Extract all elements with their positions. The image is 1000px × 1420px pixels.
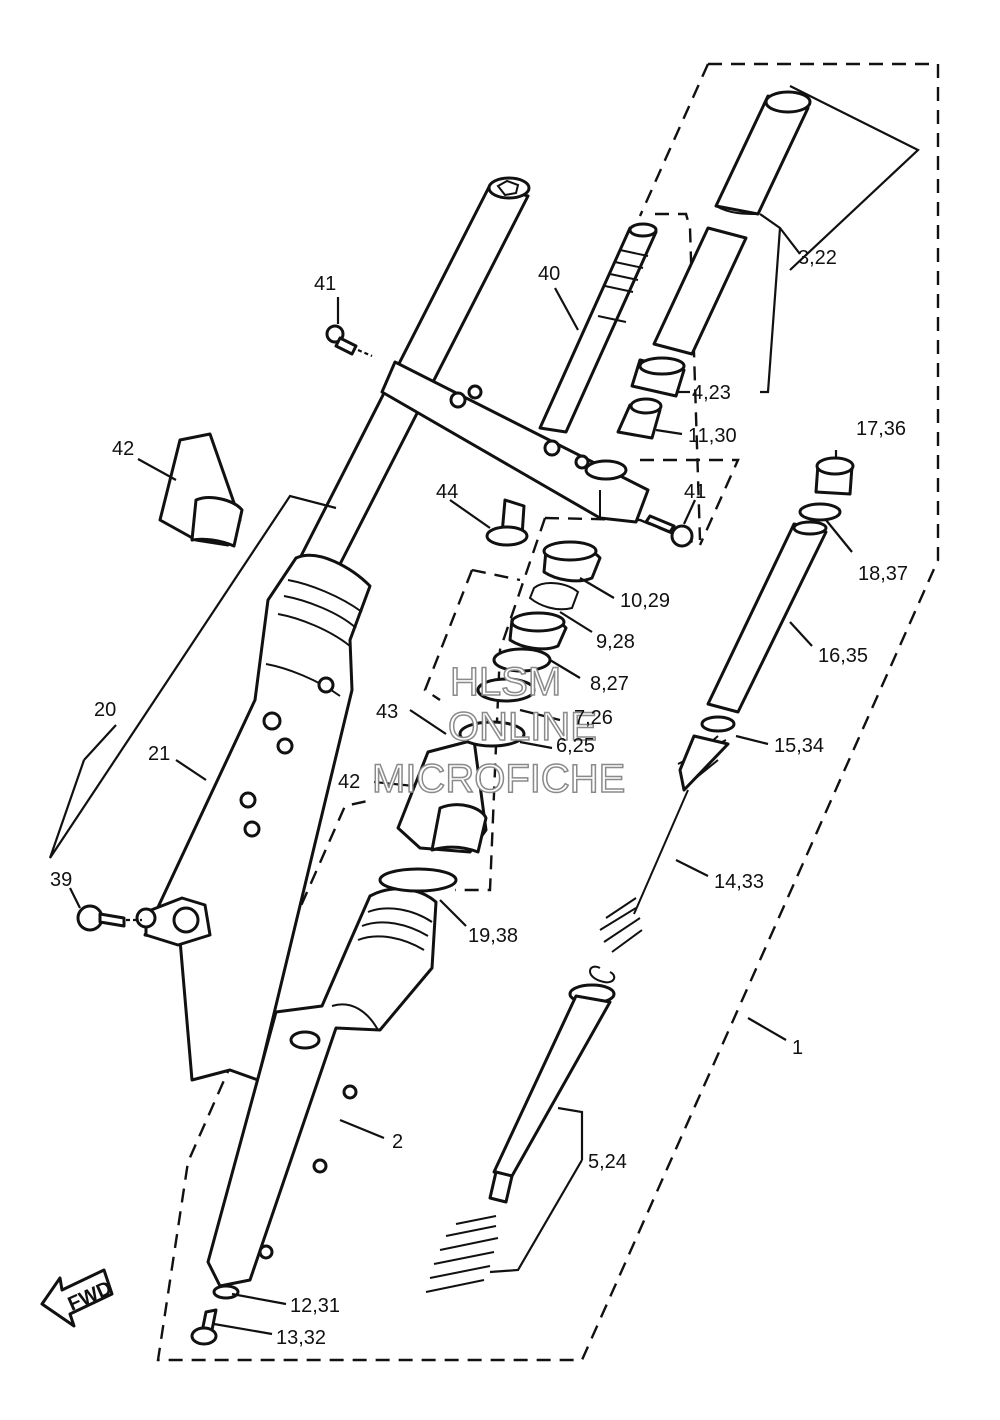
bolt-41-right [644,514,694,548]
label-3-22: 3,22 [798,247,837,269]
label-8-27: 8,27 [590,673,629,695]
spacer-16-35 [706,520,828,714]
label-13-32: 13,32 [276,1327,326,1349]
bolt-41-upper [325,324,373,358]
label-21: 21 [148,743,170,765]
label-43: 43 [376,701,398,723]
bushings [616,356,686,440]
steering-stem [538,222,658,434]
label-9-28: 9,28 [596,631,635,653]
bearing-stack [458,540,602,748]
inner-tube [652,90,812,356]
watermark-line-2: ONLINE [448,705,597,749]
o-ring-19-38 [378,867,458,893]
label-12-31: 12,31 [290,1295,340,1317]
label-6-25: 6,25 [556,735,595,757]
cover-42-upper [158,432,244,548]
label-19-38: 19,38 [468,925,518,947]
label-17-36: 17,36 [856,418,906,440]
washer-15-34 [700,715,736,733]
label-39: 39 [50,869,72,891]
part-labels: 41 40 3,22 4,23 11,30 42 17,36 44 41 18,… [50,247,908,1349]
watermark-line-1: HLSM [450,660,561,704]
label-40: 40 [538,263,560,285]
label-42-upper: 42 [112,438,134,460]
label-10-29: 10,29 [620,590,670,612]
watermark-line-3: MICROFICHE [372,757,625,801]
label-41-right: 41 [684,481,706,503]
label-2: 2 [392,1131,403,1153]
label-18-37: 18,37 [858,563,908,585]
fork-cap [798,456,855,522]
label-14-33: 14,33 [714,871,764,893]
fwd-arrow-icon: FWD [40,1268,115,1328]
adjusting-nut-44 [485,498,529,547]
bolt-39 [76,904,142,932]
label-42-lower: 42 [338,771,360,793]
label-4-23: 4,23 [692,382,731,404]
label-7-26: 7,26 [574,707,613,729]
label-16-35: 16,35 [818,645,868,667]
label-11-30: 11,30 [688,425,737,447]
label-1: 1 [792,1037,803,1059]
fork-spring [599,734,730,953]
drain-bolt [190,1284,240,1346]
outer-tube-2 [206,887,438,1288]
label-5-24: 5,24 [588,1151,627,1173]
leader-lines [48,85,920,1336]
label-44: 44 [436,481,458,503]
watermark: HLSM ONLINE MICROFICHE [371,659,626,802]
upper-bracket [380,360,650,524]
label-15-34: 15,34 [774,735,824,757]
label-41-upper: 41 [314,273,336,295]
label-20: 20 [94,699,116,721]
damper-rod [425,965,616,1293]
assembly-boundaries [156,62,940,1362]
